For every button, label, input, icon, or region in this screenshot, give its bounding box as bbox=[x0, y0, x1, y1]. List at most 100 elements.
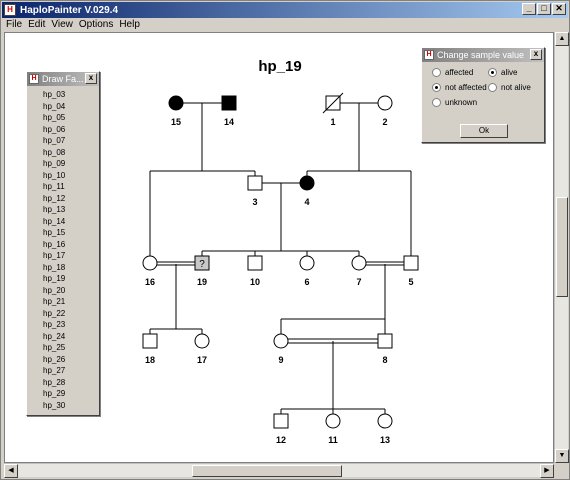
male-symbol bbox=[221, 95, 237, 111]
haplopainter-icon: H bbox=[424, 50, 434, 60]
radio-alive-dot[interactable] bbox=[488, 68, 497, 77]
family-list-item[interactable]: hp_28 bbox=[43, 377, 66, 387]
family-list-item[interactable]: hp_12 bbox=[43, 193, 66, 203]
family-list-item[interactable]: hp_13 bbox=[43, 205, 66, 214]
family-list-item[interactable]: hp_14 bbox=[43, 216, 66, 226]
scroll-right-icon[interactable]: ▶ bbox=[540, 464, 554, 478]
family-list-item[interactable]: hp_26 bbox=[43, 354, 66, 364]
female-symbol bbox=[273, 333, 289, 349]
female-symbol bbox=[325, 413, 341, 429]
sample-dialog-titlebar[interactable]: H Change sample value x bbox=[422, 48, 544, 62]
menu-file[interactable]: File bbox=[6, 19, 23, 30]
individual-id-label: 5 bbox=[408, 277, 413, 287]
title-bar[interactable]: H HaploPainter V.029.4 _ □ ✕ bbox=[2, 2, 568, 18]
male-symbol bbox=[247, 175, 263, 191]
radio-affected-label: affected bbox=[445, 68, 474, 77]
individual-id-label: 13 bbox=[380, 435, 390, 445]
radio-unknown-dot[interactable] bbox=[432, 98, 441, 107]
family-list-item[interactable]: hp_07 bbox=[43, 136, 66, 145]
radio-unknown[interactable]: unknown bbox=[432, 98, 532, 107]
scroll-left-icon[interactable]: ◀ bbox=[4, 464, 18, 478]
family-list-titlebar[interactable]: H Draw Fa... x bbox=[27, 72, 99, 86]
menu-help[interactable]: Help bbox=[119, 19, 140, 30]
female-symbol bbox=[351, 255, 367, 271]
window-title: HaploPainter V.029.4 bbox=[20, 4, 119, 16]
family-list-item[interactable]: hp_03 bbox=[43, 90, 66, 99]
family-list-item[interactable]: hp_04 bbox=[43, 101, 66, 111]
close-button[interactable]: ✕ bbox=[552, 3, 566, 15]
radio-not-affected[interactable]: not affected bbox=[432, 83, 488, 92]
radio-affected[interactable]: affected bbox=[432, 68, 488, 77]
family-list-item[interactable]: hp_30 bbox=[43, 400, 66, 410]
family-list-item[interactable]: hp_20 bbox=[43, 285, 66, 295]
radio-unknown-label: unknown bbox=[445, 98, 478, 107]
male-symbol bbox=[247, 255, 263, 271]
family-list-window: H Draw Fa... x hp_03 hp_04 hp_05 hp_06 hp_07… bbox=[26, 71, 100, 416]
family-list-item[interactable]: hp_27 bbox=[43, 366, 66, 375]
close-icon[interactable]: x bbox=[530, 49, 542, 60]
size-grip[interactable] bbox=[554, 463, 568, 477]
female-symbol bbox=[377, 95, 393, 111]
individual-id-label: 3 bbox=[252, 197, 257, 207]
individual-id-label: 18 bbox=[145, 355, 155, 365]
minimize-button[interactable]: _ bbox=[522, 3, 536, 15]
family-list-item[interactable]: hp_17 bbox=[43, 251, 66, 260]
vertical-scroll-thumb[interactable] bbox=[556, 197, 568, 297]
radio-not-alive-label: not alive bbox=[501, 83, 531, 92]
family-list-item[interactable]: hp_23 bbox=[43, 320, 66, 329]
menu-bar: File Edit View Options Help bbox=[3, 18, 143, 32]
sample-value-dialog: H Change sample value x affected alive n… bbox=[421, 47, 545, 143]
individual-id-label: 1 bbox=[330, 117, 335, 127]
family-list-item[interactable]: hp_22 bbox=[43, 308, 66, 318]
individual-id-label: 4 bbox=[304, 197, 309, 207]
family-list-item[interactable]: hp_05 bbox=[43, 113, 66, 122]
scroll-up-icon[interactable]: ▲ bbox=[555, 32, 569, 46]
individual-id-label: 15 bbox=[171, 117, 181, 127]
haplopainter-icon: H bbox=[4, 4, 16, 16]
individual-id-label: 6 bbox=[304, 277, 309, 287]
maximize-button[interactable]: □ bbox=[537, 3, 551, 15]
family-list-item[interactable]: hp_10 bbox=[43, 170, 66, 180]
family-list-item[interactable]: hp_08 bbox=[43, 147, 66, 157]
female-symbol bbox=[142, 255, 158, 271]
unknown-status-mark: ? bbox=[199, 259, 205, 270]
radio-not-affected-dot[interactable] bbox=[432, 83, 441, 92]
radio-not-alive[interactable]: not alive bbox=[488, 83, 544, 92]
individual-id-label: 16 bbox=[145, 277, 155, 287]
menu-view[interactable]: View bbox=[51, 19, 73, 30]
menu-options[interactable]: Options bbox=[78, 19, 114, 30]
female-symbol bbox=[377, 413, 393, 429]
individual-id-label: 12 bbox=[276, 435, 286, 445]
family-list-item[interactable]: hp_11 bbox=[43, 182, 65, 191]
scroll-down-icon[interactable]: ▼ bbox=[555, 449, 569, 463]
family-list-item[interactable]: hp_18 bbox=[43, 262, 66, 272]
ok-button[interactable]: Ok bbox=[460, 124, 508, 138]
close-icon[interactable]: x bbox=[85, 73, 97, 84]
family-list: hp_03 hp_04 hp_05 hp_06 hp_07 hp_08 hp_09 hp_10… bbox=[33, 89, 93, 411]
radio-affected-dot[interactable] bbox=[432, 68, 441, 77]
family-list-item[interactable]: hp_15 bbox=[43, 228, 66, 237]
horizontal-scrollbar[interactable]: ◀ ▶ bbox=[4, 463, 554, 478]
individual-id-label: 7 bbox=[356, 277, 361, 287]
deceased-mark bbox=[322, 92, 344, 114]
horizontal-scroll-thumb[interactable] bbox=[192, 465, 342, 477]
family-list-item[interactable]: hp_19 bbox=[43, 274, 66, 283]
family-list-item[interactable]: hp_25 bbox=[43, 343, 66, 352]
family-list-item[interactable]: hp_29 bbox=[43, 389, 66, 398]
family-list-title: Draw Fa... bbox=[42, 74, 84, 84]
menu-edit[interactable]: Edit bbox=[28, 19, 46, 30]
family-list-item[interactable]: hp_21 bbox=[43, 297, 66, 306]
vertical-scrollbar[interactable]: ▲ ▼ bbox=[554, 32, 569, 463]
male-symbol bbox=[142, 333, 158, 349]
radio-not-alive-dot[interactable] bbox=[488, 83, 497, 92]
family-list-item[interactable]: hp_09 bbox=[43, 159, 66, 168]
family-list-item[interactable]: hp_06 bbox=[43, 124, 66, 134]
family-list-item[interactable]: hp_24 bbox=[43, 331, 66, 341]
radio-alive[interactable]: alive bbox=[488, 68, 544, 77]
sample-dialog-title: Change sample value bbox=[437, 50, 525, 60]
female-symbol bbox=[194, 333, 210, 349]
individual-id-label: 17 bbox=[197, 355, 207, 365]
family-list-item[interactable]: hp_16 bbox=[43, 239, 66, 249]
individual-id-label: 19 bbox=[197, 277, 207, 287]
